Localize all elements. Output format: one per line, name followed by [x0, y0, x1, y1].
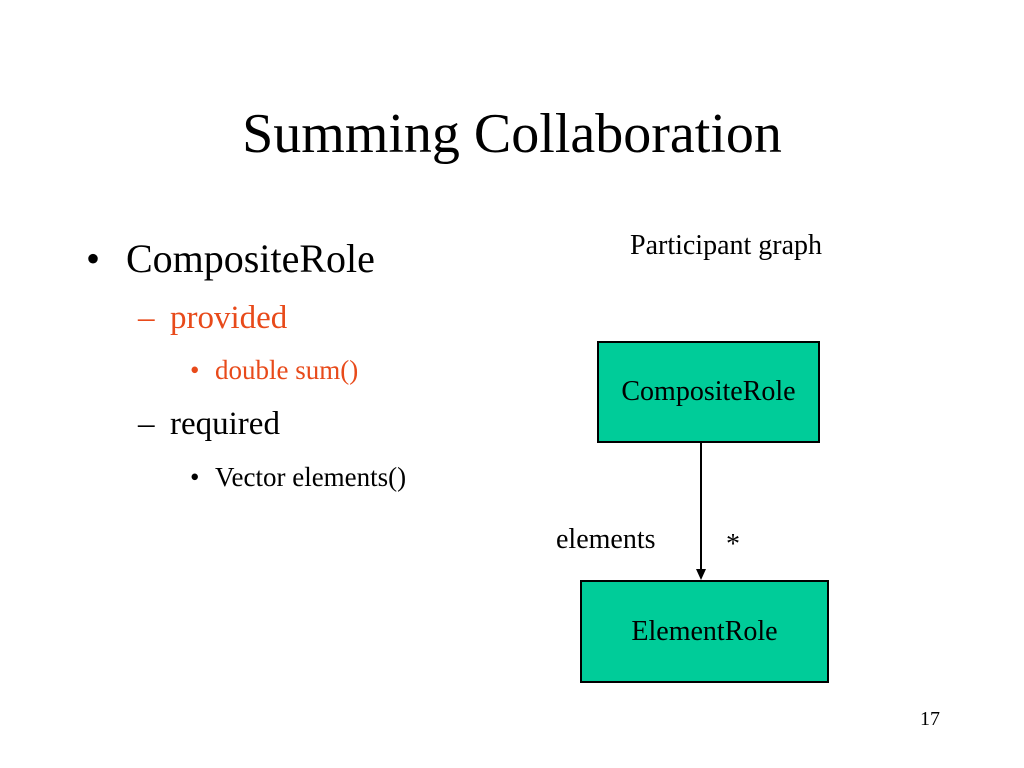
item-double-sum: • double sum()	[190, 352, 358, 388]
bullet-composite-role-label: CompositeRole	[126, 236, 375, 281]
element-role-box: ElementRole	[580, 580, 829, 683]
slide-title: Summing Collaboration	[242, 103, 782, 165]
arrow-head	[696, 569, 706, 580]
bullet-marker: •	[190, 355, 200, 385]
element-role-box-label: ElementRole	[631, 615, 778, 647]
composite-role-box-label: CompositeRole	[621, 376, 796, 407]
edge-multiplicity: *	[726, 529, 740, 560]
item-double-sum-label: double sum()	[215, 355, 359, 385]
dash-marker: –	[138, 406, 155, 442]
page-number: 17	[920, 708, 940, 730]
bullet-marker: •	[86, 236, 101, 281]
composite-role-box: CompositeRole	[597, 341, 820, 443]
sub-bullet-provided-label: provided	[170, 300, 288, 336]
bullet-composite-role: • CompositeRole	[86, 232, 375, 286]
dash-marker: –	[138, 300, 155, 336]
bullet-marker: •	[190, 462, 200, 492]
sub-bullet-required: –required	[138, 402, 280, 446]
sub-bullet-required-label: required	[170, 406, 280, 442]
participant-graph-caption: Participant graph	[630, 230, 823, 261]
item-vector-elements-label: Vector elements()	[215, 462, 407, 492]
edge-label-elements: elements	[556, 524, 656, 555]
sub-bullet-provided: –provided	[138, 296, 287, 340]
item-vector-elements: • Vector elements()	[190, 459, 406, 495]
